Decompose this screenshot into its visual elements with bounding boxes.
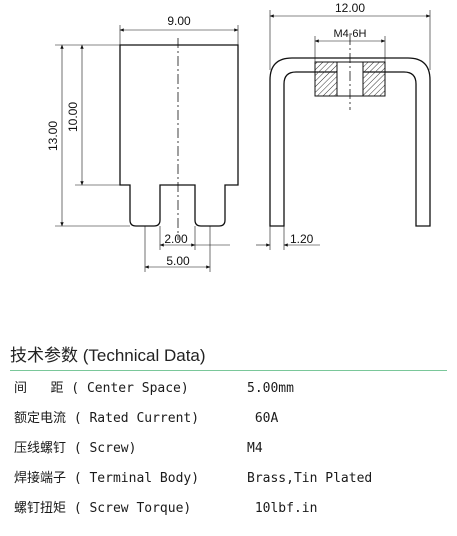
spec-row-rated-current: 额定电流 ( Rated Current) 60A [14,404,444,434]
front-total-height-dim: 13.00 [46,121,60,151]
front-body-height-dim: 10.00 [66,102,80,132]
technical-drawing: 9.00 13.00 10.00 2.00 5.00 [46,1,431,272]
title-divider [10,370,447,371]
side-thickness-dim: 1.20 [290,232,314,246]
spec-table: 间 距 ( Center Space) 5.00mm 额定电流 ( Rated … [14,374,444,524]
thread-insert-left-wall [314,61,338,97]
spec-value: Brass,Tin Plated [247,471,373,486]
spec-value: 60A [247,411,279,426]
spec-value: 10lbf.in [247,501,318,516]
spec-value: 5.00mm [247,381,294,396]
spec-value: M4 [247,441,263,456]
spec-title: 技术参数 (Technical Data) [10,346,206,365]
spec-label: 额定电流 ( Rated Current) [14,411,200,426]
front-pitch-dim: 5.00 [166,254,190,268]
spec-row-center-space: 间 距 ( Center Space) 5.00mm [14,374,444,404]
side-view-bracket [269,57,431,227]
spec-row-screw-torque: 螺钉扭矩 ( Screw Torque) 10lbf.in [14,494,444,524]
spec-row-screw: 压线螺钉 ( Screw) M4 [14,434,444,464]
spec-label: 间 距 ( Center Space) [14,381,189,396]
thread-insert-right-wall [362,61,386,97]
front-view: 9.00 13.00 10.00 2.00 5.00 [46,14,239,272]
spec-row-terminal-body: 焊接端子 ( Terminal Body) Brass,Tin Plated [14,464,444,494]
front-view-outline [119,44,239,227]
side-view: 12.00 M4-6H 1.20 [256,1,431,250]
front-width-dim: 9.00 [167,14,191,28]
spec-label: 焊接端子 ( Terminal Body) [14,471,200,486]
spec-label: 压线螺钉 ( Screw) [14,441,137,456]
front-slot-dim: 2.00 [164,232,188,246]
side-width-dim: 12.00 [335,1,365,15]
thread-size-label: M4-6H [333,28,366,40]
spec-label: 螺钉扭矩 ( Screw Torque) [14,501,192,516]
